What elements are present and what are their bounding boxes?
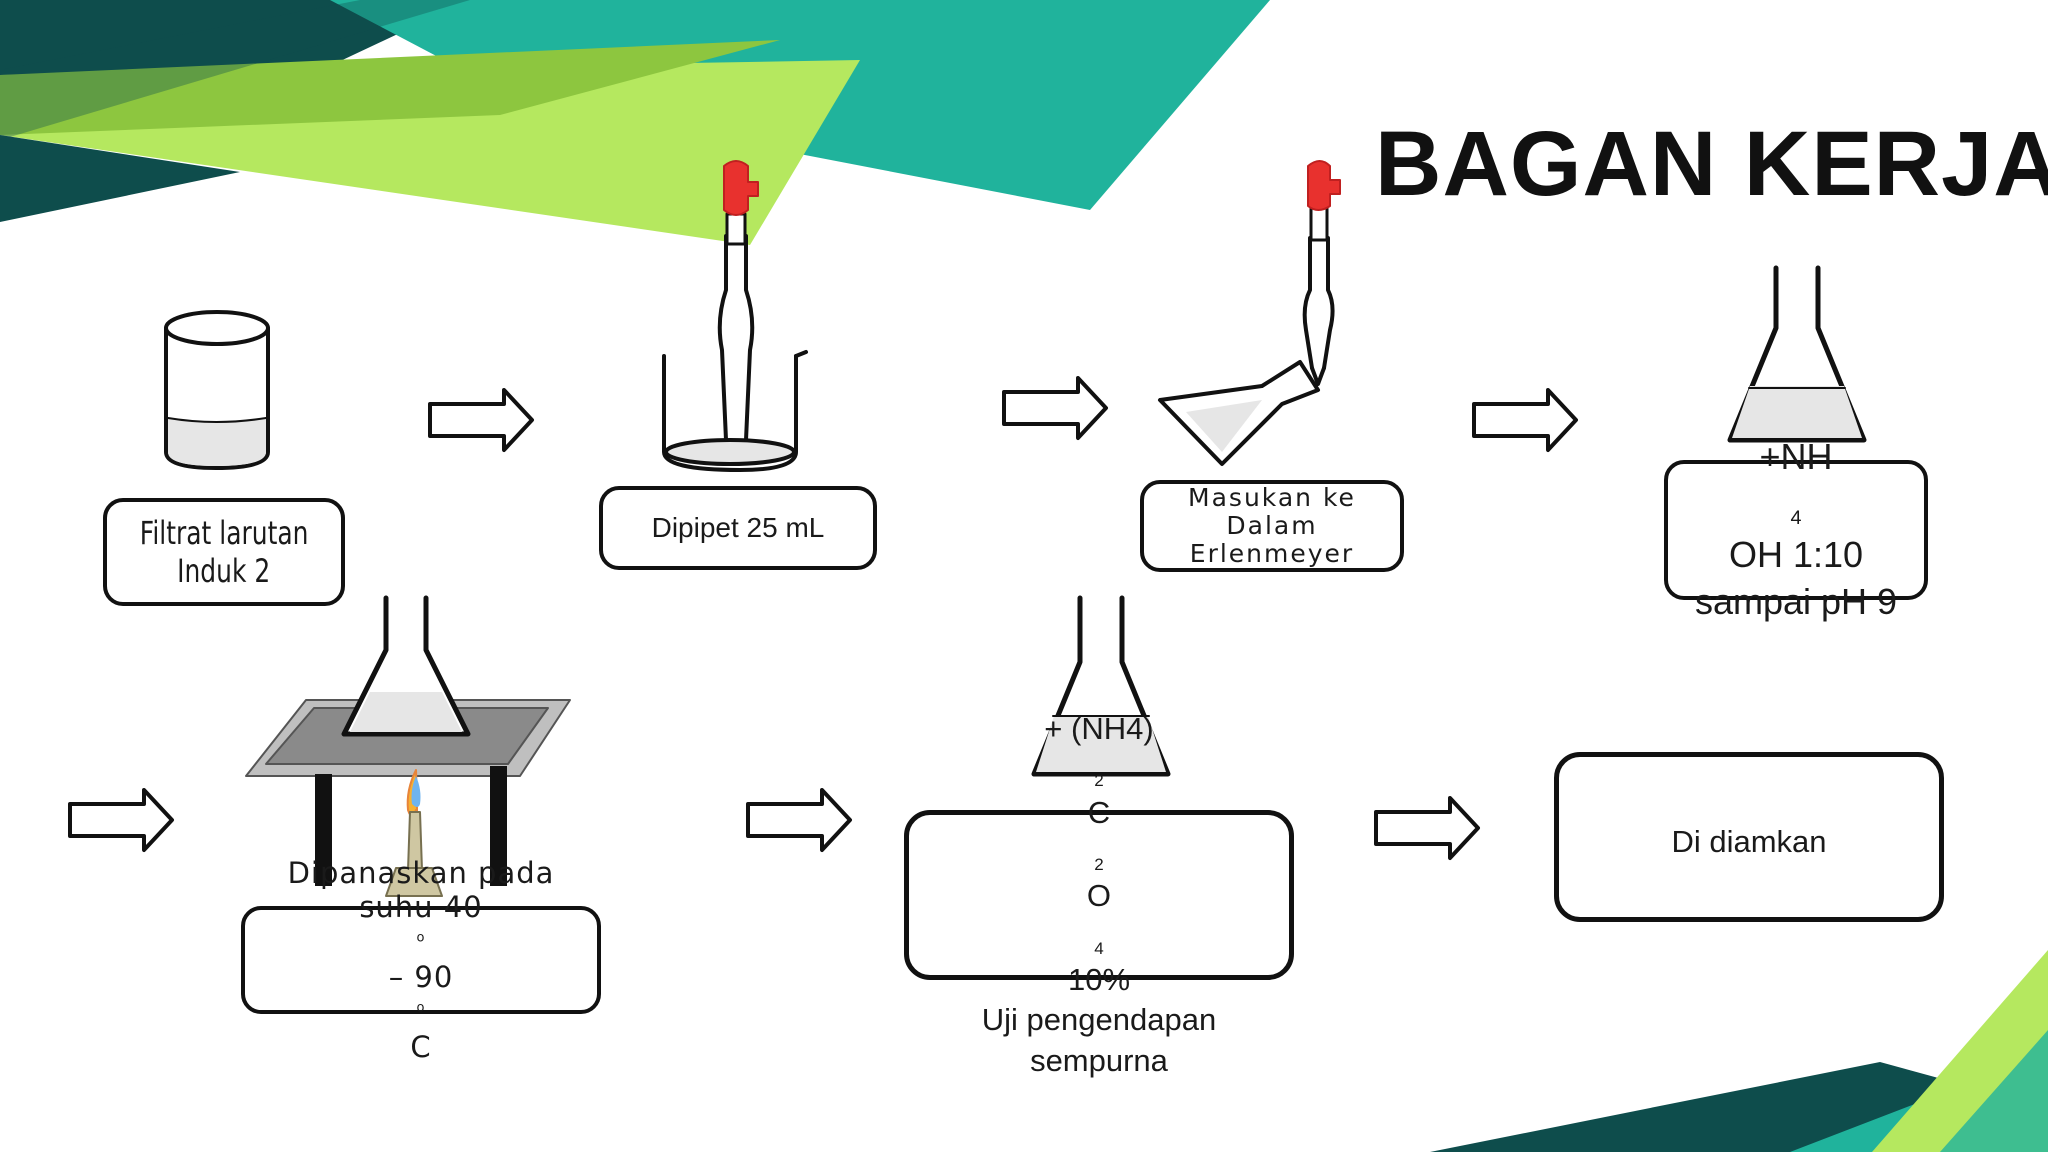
text-part: O [1086,878,1112,914]
erlenmeyer-flask-icon [1031,595,1171,777]
text-part: C [1087,794,1111,830]
step-text-line: +NH 4 OH 1:10 [1729,434,1863,579]
arrow-icon [428,388,534,452]
subscript: 2 [1094,771,1104,791]
step-text-line: Filtrat larutan [139,513,309,552]
step-text-line: Masukan ke [1188,483,1356,512]
step-text-line: suhu 40 o – 90 o C [359,890,482,1064]
text-part: OH 1:10 [1728,534,1864,576]
text-part: C [410,1029,432,1064]
superscript: o [416,930,426,946]
step-box-dipipet: Dipipet 25 mL [599,486,877,570]
step-box-filtrat: Filtrat larutan Induk 2 [103,498,345,606]
step-box-nh4oh: +NH 4 OH 1:10 sampai pH 9 [1664,436,1928,622]
pipette-flask-icon [1158,160,1341,466]
text-part: + (NH4) [1044,711,1154,747]
bg-shape-green-tip [1940,1030,2048,1152]
step-text-line: Uji pengendapan [981,1002,1217,1038]
superscript: o [416,1000,426,1016]
text-part: +NH [1759,436,1833,478]
arrow-icon [746,788,852,852]
arrow-icon [1472,388,1578,452]
page-title: BAGAN KERJA [1375,113,2048,215]
arrow-icon [1374,796,1480,860]
step-text-line: Induk 2 [177,552,271,590]
subscript: 4 [1790,507,1802,530]
subscript: 2 [1094,855,1104,875]
text-part: suhu 40 [359,890,483,925]
bg-shape-dark-teal-band [0,0,470,140]
bg-shape-green [0,40,780,135]
step-box-didiamkan: Di diamkan [1554,752,1944,922]
step-text-line: sempurna [1030,1042,1168,1078]
bunsen-burner-icon [245,595,571,897]
subscript: 4 [1094,938,1104,958]
text-part: 10% [1067,962,1131,998]
step-box-erlenmeyer: Masukan ke Dalam Erlenmeyer [1140,480,1404,572]
pipette-beaker-icon [662,160,808,472]
text-part: – 90 [388,960,454,994]
bg-shape-dark-teal [0,0,470,80]
step-box-dipanaskan: Dipanaskan pada suhu 40 o – 90 o C [241,856,601,1064]
step-text-line: Erlenmeyer [1189,539,1355,568]
arrow-icon [1002,376,1108,440]
arrow-icon [68,788,174,852]
step-text-line: Dipipet 25 mL [651,512,825,544]
step-text-line: Dalam [1226,511,1318,540]
erlenmeyer-flask-icon [1727,265,1867,443]
step-text-line: Di diamkan [1671,824,1827,859]
step-text-line: sampai pH 9 [1694,580,1898,622]
step-text-line: Dipanaskan pada [287,855,555,890]
beaker-icon [164,310,270,470]
bg-shape-dark-teal-low [0,135,240,222]
